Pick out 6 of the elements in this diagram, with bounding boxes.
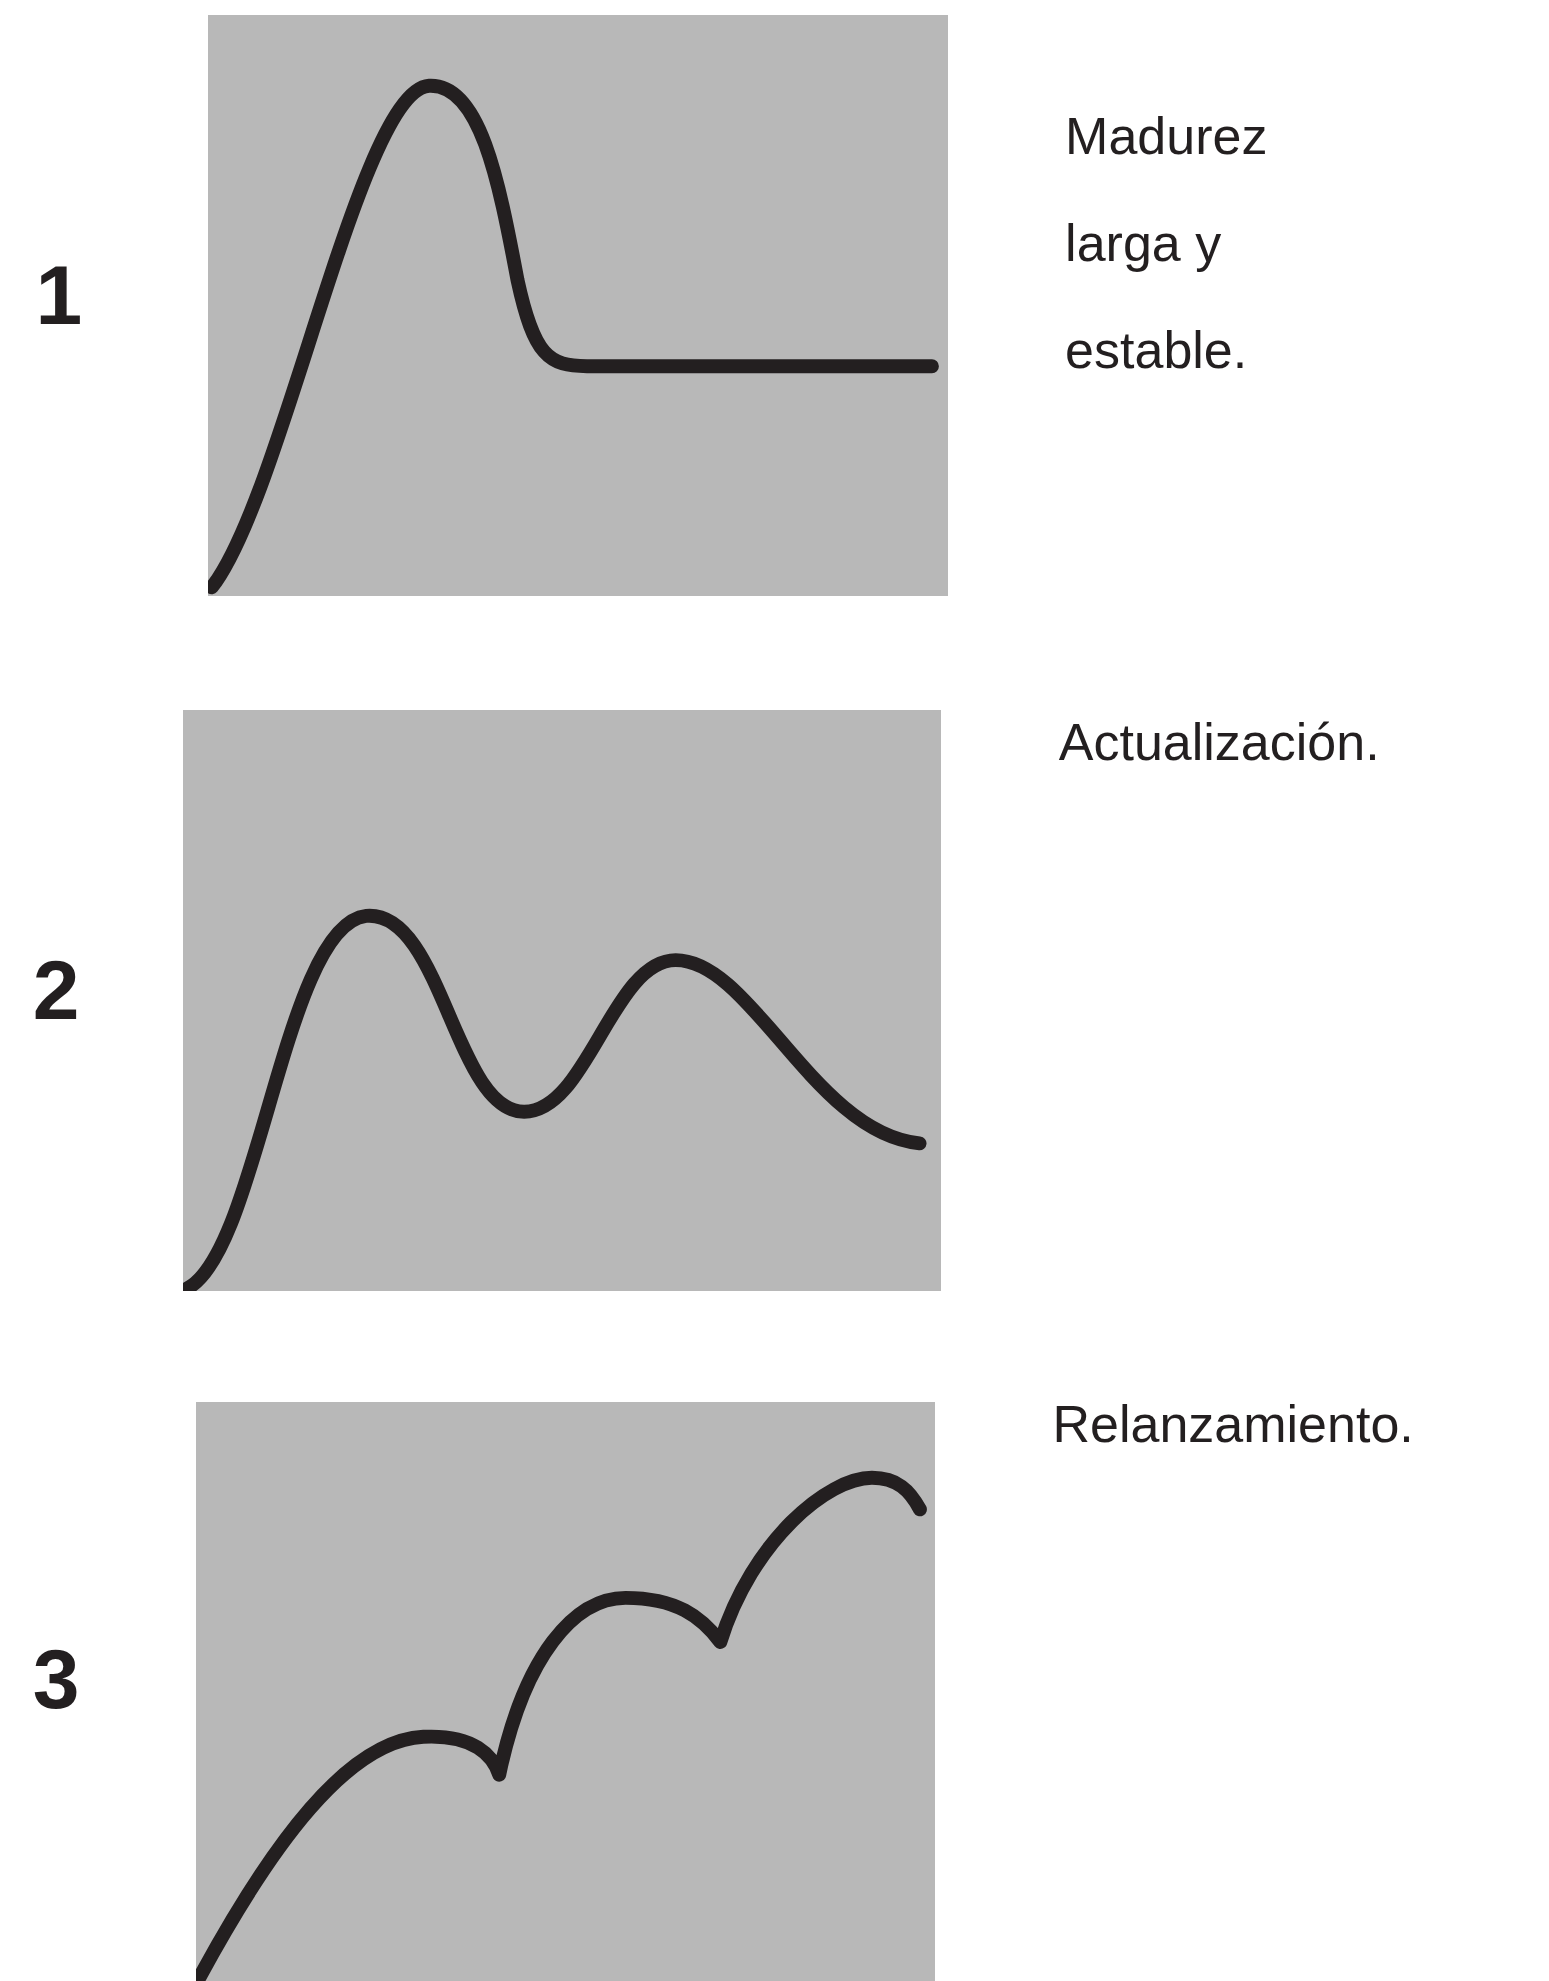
description-text: Madurez larga y estable. [1065, 106, 1269, 382]
panel-number: 2 [32, 947, 81, 1032]
panel-number: 3 [32, 1637, 81, 1722]
description-text: Actualización. [1058, 711, 1381, 773]
description-text: Relanzamiento. [1052, 1393, 1415, 1455]
panel-number: 1 [35, 252, 84, 337]
